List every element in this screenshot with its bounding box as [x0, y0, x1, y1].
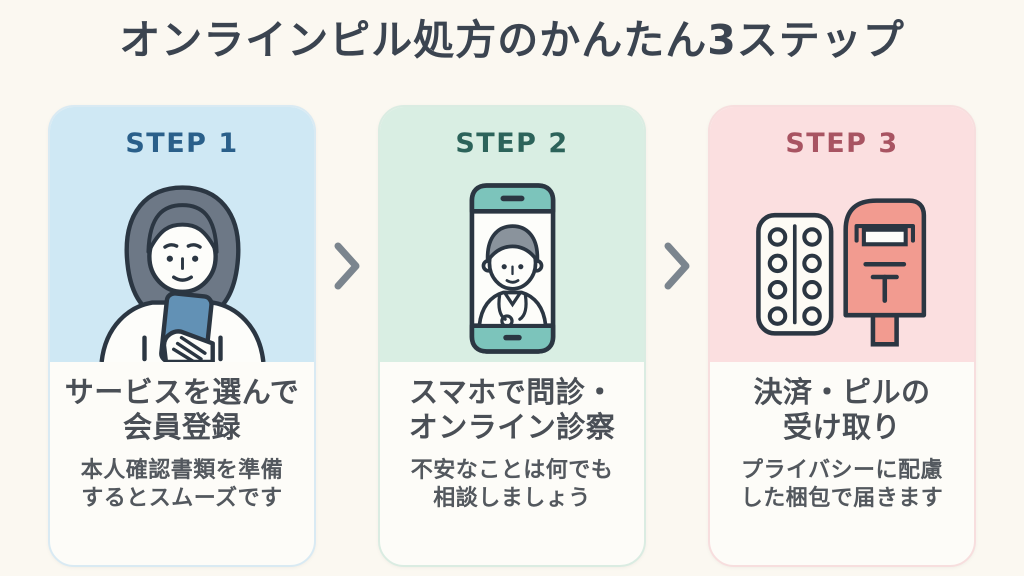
doctor-video-call-phone-icon	[380, 159, 644, 362]
step-3-sub-line2: した梱包で届きます	[740, 486, 944, 512]
step-card-1: STEP 1	[48, 105, 316, 567]
step-1-panel: STEP 1	[50, 107, 314, 362]
step-1-text: サービスを選んで 会員登録 本人確認書類を準備 するとスムーズです	[50, 362, 314, 565]
step-1-label: STEP 1	[125, 128, 239, 159]
step-2-panel: STEP 2	[380, 107, 644, 362]
chevron-right-icon	[324, 105, 370, 290]
step-3-heading: 決済・ピルの 受け取り	[753, 375, 930, 446]
step-1-subtext: 本人確認書類を準備 するとスムーズです	[81, 457, 284, 514]
step-2-heading-line2: オンライン診察	[408, 410, 616, 445]
step-3-label: STEP 3	[785, 128, 899, 159]
step-2-heading: スマホで問診・ オンライン診察	[409, 375, 616, 446]
step-3-panel: STEP 3	[710, 107, 974, 362]
woman-with-smartphone-icon	[50, 159, 314, 362]
step-2-text: スマホで問診・ オンライン診察 不安なことは何でも 相談しましょう	[380, 362, 644, 565]
step-1-heading-line1: サービスを選んで	[64, 375, 300, 409]
step-3-text: 決済・ピルの 受け取り プライバシーに配慮 した梱包で届きます	[710, 362, 974, 565]
step-1-heading-line2: 会員登録	[122, 410, 241, 445]
step-3-heading-line1: 決済・ピルの	[753, 375, 931, 409]
chevron-right-icon	[654, 105, 700, 290]
step-2-sub-line2: 相談しましょう	[433, 486, 591, 512]
steps-row: STEP 1	[0, 105, 1024, 567]
step-1-heading: サービスを選んで 会員登録	[65, 375, 300, 446]
step-2-sub-line1: 不安なことは何でも	[410, 457, 614, 483]
step-2-subtext: 不安なことは何でも 相談しましょう	[411, 457, 614, 514]
step-2-heading-line1: スマホで問診・	[409, 375, 615, 409]
step-card-3: STEP 3	[708, 105, 976, 567]
page-title: オンラインピル処方のかんたん3ステップ	[119, 16, 905, 64]
step-3-subtext: プライバシーに配慮 した梱包で届きます	[741, 457, 944, 514]
step-1-sub-line2: するとスムーズです	[81, 486, 283, 512]
pill-pack-and-mailbox-icon	[710, 159, 974, 362]
step-card-2: STEP 2	[378, 105, 646, 567]
step-2-label: STEP 2	[455, 128, 569, 159]
step-3-heading-line2: 受け取り	[782, 410, 901, 445]
step-1-sub-line1: 本人確認書類を準備	[80, 457, 284, 483]
step-3-sub-line1: プライバシーに配慮	[740, 457, 944, 483]
